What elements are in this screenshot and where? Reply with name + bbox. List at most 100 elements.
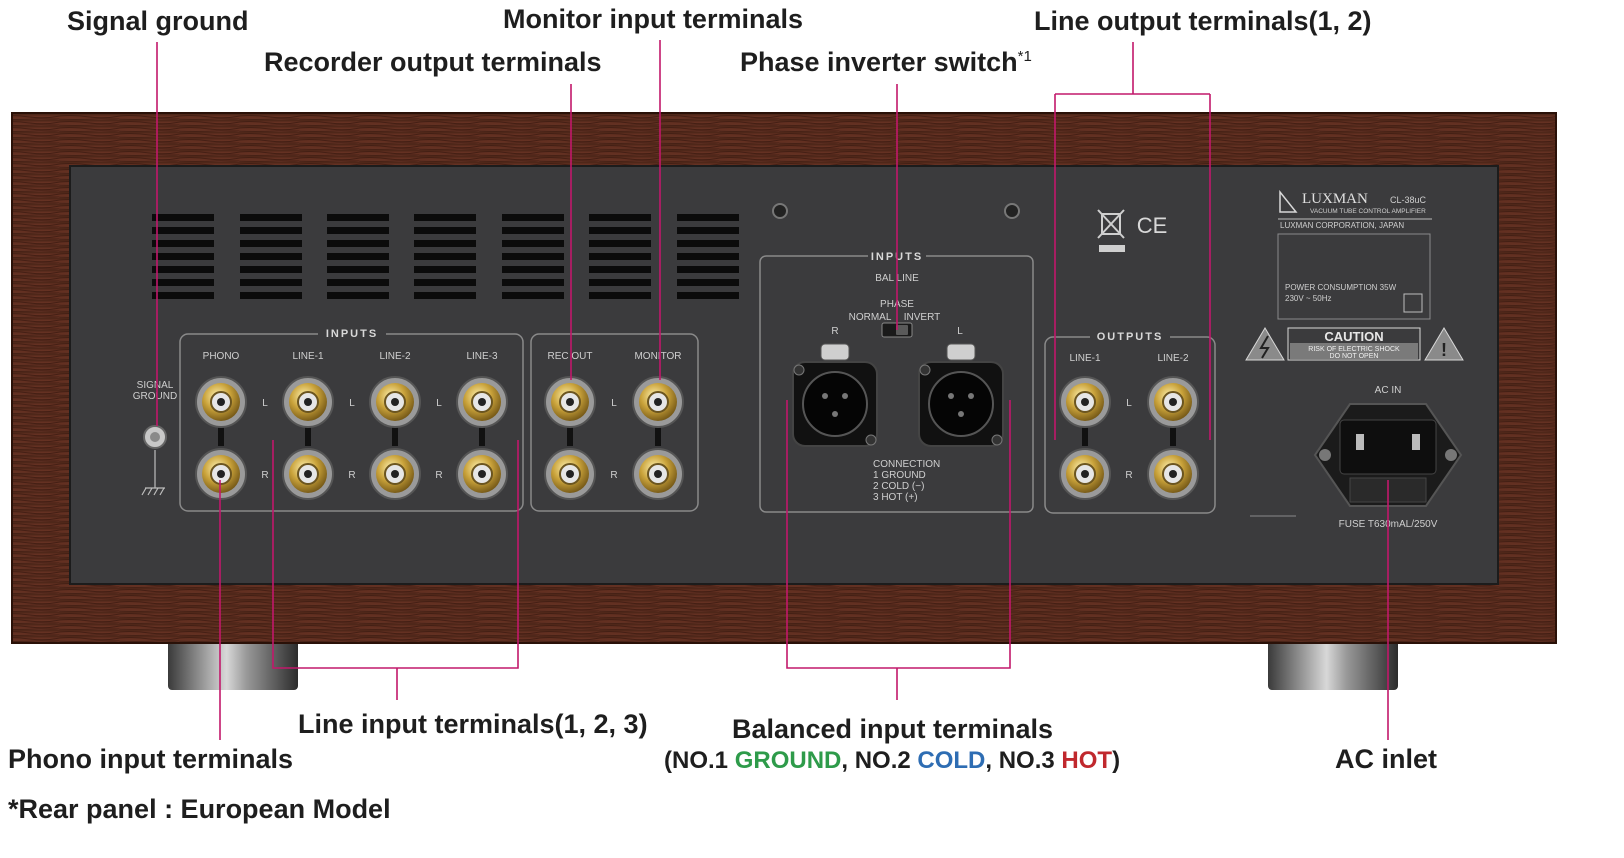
vent-slot — [589, 266, 651, 273]
vent-slot — [589, 240, 651, 247]
vent-slot — [677, 214, 739, 221]
callout-line-output: Line output terminals(1, 2) — [1034, 6, 1372, 36]
brand-plate: LUXMAN CL-38uC VACUUM TUBE CONTROL AMPLI… — [1277, 189, 1432, 320]
ch-r-label: R — [1125, 470, 1132, 481]
rec-out-label: REC OUT — [548, 351, 593, 362]
inputs-group-label: INPUTS — [326, 328, 378, 340]
rca-jack-monitor-l[interactable] — [632, 376, 684, 428]
vent-slot — [240, 253, 302, 260]
vent-slot — [677, 279, 739, 286]
rca-jack-line3-r[interactable] — [456, 448, 508, 500]
rca-jack-line2-r[interactable] — [369, 448, 421, 500]
product-description: VACUUM TUBE CONTROL AMPLIFIER — [1310, 208, 1426, 215]
vent-slot — [502, 227, 564, 234]
ch-r-label: R — [348, 470, 355, 481]
callout-ac-inlet: AC inlet — [1335, 744, 1438, 774]
screw — [1004, 203, 1020, 219]
rca-jack-out-line2-l[interactable] — [1147, 376, 1199, 428]
screw — [772, 203, 788, 219]
vent-slot — [414, 279, 476, 286]
fuse-label: FUSE T630mAL/250V — [1339, 519, 1438, 530]
line2-label: LINE-2 — [379, 351, 411, 362]
vent-slot — [327, 227, 389, 234]
vent-slot — [589, 292, 651, 299]
channel-divider — [218, 426, 224, 446]
vent-slot — [589, 279, 651, 286]
channel-divider — [1170, 426, 1176, 446]
rca-jack-phono-r[interactable] — [195, 448, 247, 500]
model-name: CL-38uC — [1390, 195, 1427, 205]
power-rating: 230V ~ 50Hz — [1285, 294, 1331, 303]
normal-label: NORMAL — [849, 312, 892, 323]
foot-left — [168, 640, 298, 690]
caution-label: CAUTION RISK OF ELECTRIC SHOCK DO NOT OP… — [1245, 327, 1464, 361]
monitor-label: MONITOR — [634, 351, 681, 362]
rec-monitor-group-frame — [530, 333, 699, 512]
callout-line-input: Line input terminals(1, 2, 3) — [298, 709, 648, 739]
signal-ground-terminal[interactable] — [143, 425, 167, 449]
vent-slot — [240, 240, 302, 247]
callout-recorder-output: Recorder output terminals — [264, 47, 602, 77]
rca-jack-phono-l[interactable] — [195, 376, 247, 428]
ground-symbol-icon — [141, 450, 165, 496]
vent-slot — [327, 240, 389, 247]
ch-r-label: R — [435, 470, 442, 481]
callout-phono-input: Phono input terminals — [8, 744, 294, 774]
vent-slot — [677, 227, 739, 234]
vent-slot — [677, 253, 739, 260]
ac-in-label: AC IN — [1375, 385, 1402, 396]
phase-inverter-switch[interactable] — [881, 322, 913, 338]
callout-balanced-pins: (NO.1 GROUND, NO.2 COLD, NO.3 HOT) — [664, 749, 1120, 773]
channel-divider — [567, 426, 573, 446]
channel-divider — [1082, 426, 1088, 446]
vent-slot — [589, 227, 651, 234]
vent-slot — [152, 292, 214, 299]
pin-ground: GROUND — [734, 747, 842, 774]
caution-sub2: DO NOT OPEN — [1330, 353, 1379, 360]
pins-close: ) — [1112, 747, 1121, 774]
vent-slot — [414, 214, 476, 221]
ch-l-label: L — [436, 398, 442, 409]
channel-divider — [479, 426, 485, 446]
rca-jack-line1-r[interactable] — [282, 448, 334, 500]
rca-jack-line3-l[interactable] — [456, 376, 508, 428]
brand-name: LUXMAN — [1302, 191, 1368, 207]
ce-mark: CE — [1137, 213, 1168, 238]
vent-slot — [677, 240, 739, 247]
rca-jack-rec-out-l[interactable] — [544, 376, 596, 428]
ch-l-label: L — [1126, 398, 1132, 409]
vent-slot — [152, 214, 214, 221]
bal-r-label: R — [831, 326, 838, 337]
warning-icon: ! — [1441, 340, 1447, 360]
rca-jack-out-line2-r[interactable] — [1147, 448, 1199, 500]
vent-slot — [240, 214, 302, 221]
channel-divider — [305, 426, 311, 446]
callout-signal-ground: Signal ground — [67, 6, 249, 36]
vent-slot — [240, 227, 302, 234]
pin-cold: COLD — [917, 747, 986, 774]
vent-slot — [677, 266, 739, 273]
rca-jack-out-line1-l[interactable] — [1059, 376, 1111, 428]
rca-jack-line2-l[interactable] — [369, 376, 421, 428]
rca-jack-monitor-r[interactable] — [632, 448, 684, 500]
vent-slot — [677, 292, 739, 299]
vent-slot — [152, 253, 214, 260]
phase-label: PHASE — [880, 299, 914, 310]
pins-sep2: , NO.3 — [985, 747, 1062, 774]
rca-jack-out-line1-r[interactable] — [1059, 448, 1111, 500]
ac-inlet-socket[interactable] — [1313, 403, 1463, 507]
rca-jack-line1-l[interactable] — [282, 376, 334, 428]
vent-slot — [327, 292, 389, 299]
ventilation-slots — [152, 214, 739, 299]
vent-slot — [502, 266, 564, 273]
out-line1-label: LINE-1 — [1069, 353, 1101, 364]
vent-slot — [502, 292, 564, 299]
invert-label: INVERT — [904, 312, 941, 323]
vent-slot — [414, 240, 476, 247]
vent-slot — [414, 253, 476, 260]
vent-slot — [240, 292, 302, 299]
rca-jack-rec-out-r[interactable] — [544, 448, 596, 500]
line3-label: LINE-3 — [466, 351, 498, 362]
outputs-group-label: OUTPUTS — [1097, 331, 1164, 343]
bal-inputs-label: INPUTS — [871, 251, 923, 263]
